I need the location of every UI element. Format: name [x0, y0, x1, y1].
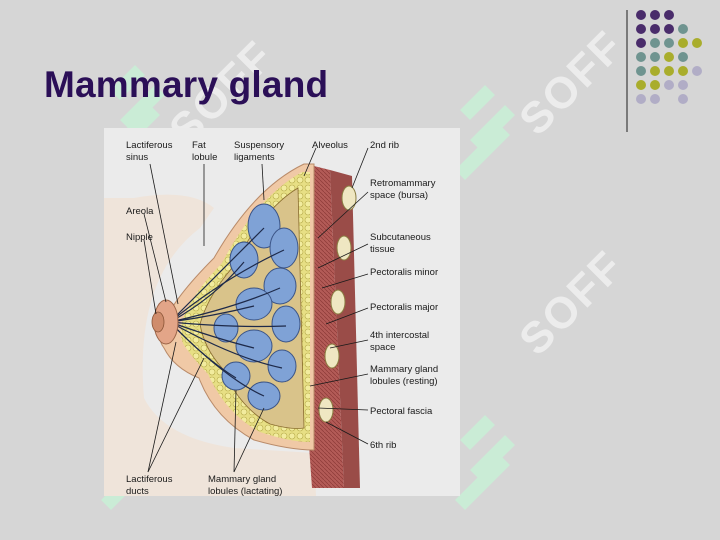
decorative-dot [650, 10, 660, 20]
nipple-shape [152, 312, 164, 332]
decorative-dot [678, 94, 688, 104]
decorative-dot [664, 38, 674, 48]
label-lactiferous-sinus: Lactiferous sinus [126, 140, 175, 163]
decorative-dot [664, 24, 674, 34]
mammary-gland-diagram: Lactiferous sinus Fat lobule Suspensory … [104, 128, 460, 496]
watermark-text: SOFF [510, 21, 634, 145]
label-subcutaneous-tissue: Subcutaneous tissue [370, 232, 433, 255]
slide-title: Mammary gland [44, 64, 328, 106]
decorative-dot [692, 38, 702, 48]
label-6th-rib: 6th rib [370, 440, 396, 451]
decorative-dot [636, 80, 646, 90]
decorative-dot [664, 52, 674, 62]
decorative-dot [650, 66, 660, 76]
label-4th-intercostal-space: 4th intercostal space [370, 330, 432, 353]
watermark-top-right: SOFF [450, 80, 520, 195]
decorative-dot-grid [636, 8, 716, 118]
decorative-dot [678, 80, 688, 90]
decorative-dot [636, 38, 646, 48]
decorative-dot [678, 38, 688, 48]
decorative-dot [636, 10, 646, 20]
label-retromammary-space: Retromammary space (bursa) [370, 178, 438, 201]
decorative-dot [678, 66, 688, 76]
label-nipple: Nipple [126, 232, 153, 243]
label-fat-lobule: Fat lobule [192, 140, 217, 163]
label-pectoralis-major: Pectoralis major [370, 302, 438, 313]
watermark-bottom-right: SOFF [450, 410, 520, 525]
watermark-logo-icon [450, 80, 520, 190]
decorative-dot [650, 94, 660, 104]
decorative-dot [650, 80, 660, 90]
decorative-dot [636, 94, 646, 104]
decorative-dot [650, 52, 660, 62]
decorative-dot [636, 24, 646, 34]
label-mammary-gland-lobules-resting: Mammary gland lobules (resting) [370, 364, 441, 387]
decorative-dot [678, 24, 688, 34]
decorative-dot [664, 80, 674, 90]
decorative-dot [650, 38, 660, 48]
decorative-dot [636, 66, 646, 76]
label-alveolus: Alveolus [312, 140, 348, 151]
label-suspensory-ligaments: Suspensory ligaments [234, 140, 287, 163]
label-2nd-rib: 2nd rib [370, 140, 399, 151]
decorative-dot [636, 52, 646, 62]
decorative-dot [664, 66, 674, 76]
decorative-dot [664, 10, 674, 20]
watermark-text: SOFF [510, 241, 634, 365]
decorative-dot [678, 52, 688, 62]
label-areola: Areola [126, 206, 154, 217]
label-pectoralis-minor: Pectoralis minor [370, 267, 438, 278]
decorative-dot [692, 66, 702, 76]
decorative-divider [626, 10, 628, 132]
watermark-logo-icon [450, 410, 520, 520]
decorative-dot [650, 24, 660, 34]
label-pectoral-fascia: Pectoral fascia [370, 406, 433, 417]
